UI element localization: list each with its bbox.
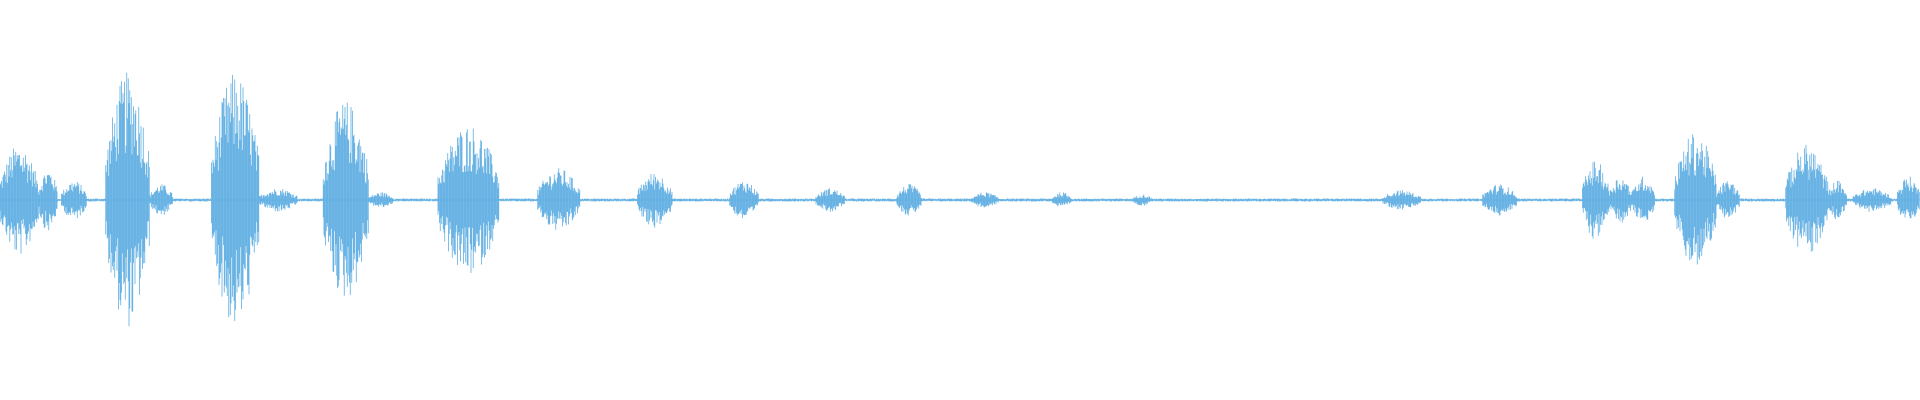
waveform-samples bbox=[0, 72, 1920, 327]
